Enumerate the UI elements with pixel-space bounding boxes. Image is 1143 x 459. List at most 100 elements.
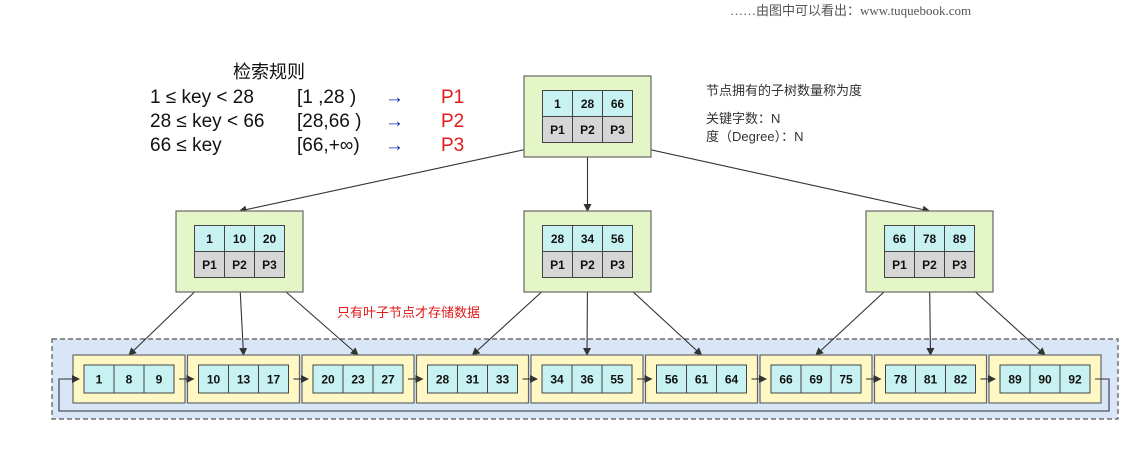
leaf-note: 只有叶子节点才存储数据 [337, 305, 481, 320]
key-label: 20 [263, 232, 277, 246]
rule-range: [1 ,28 ) [297, 87, 357, 108]
pointer-cell [572, 116, 603, 143]
pointer-cell [602, 116, 633, 143]
rule-pointer: P2 [441, 111, 465, 132]
key-label: 1 [206, 232, 213, 246]
pointer-label: P3 [610, 258, 625, 272]
key-label: 10 [207, 373, 221, 387]
rule-range: [66,+∞) [297, 135, 360, 156]
key-label: 69 [809, 373, 823, 387]
key-cell [1059, 364, 1091, 394]
key-cell [487, 364, 518, 394]
key-label: 17 [267, 373, 281, 387]
key-label: 61 [695, 373, 709, 387]
key-cell [915, 364, 946, 394]
key-label: 27 [381, 373, 395, 387]
degree-note-degree: 度（Degree）：N [706, 129, 804, 144]
key-label: 34 [581, 232, 595, 246]
key-cell [342, 364, 374, 394]
key-label: 89 [953, 232, 967, 246]
key-label: 90 [1038, 373, 1052, 387]
key-cell [914, 225, 945, 252]
key-cell [571, 364, 603, 394]
key-cell [602, 90, 633, 117]
key-label: 78 [923, 232, 937, 246]
key-label: 20 [321, 373, 335, 387]
key-cell [944, 225, 975, 252]
key-cell [372, 364, 404, 394]
key-cell [541, 364, 573, 394]
key-cell [83, 364, 115, 394]
key-label: 10 [233, 232, 247, 246]
key-label: 36 [580, 373, 594, 387]
key-cell [999, 364, 1031, 394]
leaf-node: 34 36 55 [530, 354, 644, 404]
key-label: 9 [156, 373, 163, 387]
pointer-label: P3 [952, 258, 967, 272]
key-label: 81 [924, 373, 938, 387]
key-cell [884, 225, 915, 252]
key-label: 92 [1068, 373, 1082, 387]
key-label: 28 [581, 97, 595, 111]
key-cell [228, 364, 259, 394]
pointer-cell [944, 251, 975, 278]
pointer-cell [224, 251, 255, 278]
key-label: 28 [436, 373, 450, 387]
pointer-label: P3 [262, 258, 277, 272]
pointer-label: P1 [892, 258, 907, 272]
rule-arrow: → [385, 111, 404, 132]
key-label: 1 [96, 373, 103, 387]
rule-pointer: P1 [441, 87, 465, 108]
key-label: 23 [351, 373, 365, 387]
pointer-cell [884, 251, 915, 278]
key-cell [800, 364, 832, 394]
degree-note: 节点拥有的子树数量称为度 关键字数：N 度（Degree）：N [706, 82, 862, 146]
pointer-cell [254, 251, 285, 278]
key-cell [572, 90, 603, 117]
watermark-text: ……由图中可以看出：www.tuquebook.com [730, 3, 972, 18]
rule-condition: 1 ≤ key < 28 [150, 87, 254, 108]
degree-note-title: 节点拥有的子树数量称为度 [706, 83, 863, 98]
key-cell [258, 364, 289, 394]
key-label: 55 [610, 373, 624, 387]
tree-edge [238, 141, 558, 214]
leaf-node: 10 13 17 [186, 354, 301, 404]
key-label: 89 [1008, 373, 1022, 387]
key-cell [143, 364, 175, 394]
key-label: 64 [725, 373, 739, 387]
key-label: 13 [237, 373, 251, 387]
key-label: 33 [496, 373, 510, 387]
key-cell [572, 225, 603, 252]
key-cell [254, 225, 285, 252]
key-label: 34 [550, 373, 564, 387]
key-cell [686, 364, 717, 394]
pointer-label: P3 [610, 123, 625, 137]
key-cell [716, 364, 747, 394]
pointer-label: P1 [550, 123, 565, 137]
key-label: 28 [551, 232, 565, 246]
key-label: 66 [611, 97, 625, 111]
key-cell [945, 364, 976, 394]
key-cell [830, 364, 862, 394]
pointer-label: P1 [202, 258, 217, 272]
key-label: 66 [893, 232, 907, 246]
leaf-node: 89 90 92 [988, 354, 1102, 404]
key-label: 56 [611, 232, 625, 246]
key-cell [542, 225, 573, 252]
key-cell [601, 364, 633, 394]
key-label: 82 [954, 373, 968, 387]
pointer-cell [602, 251, 633, 278]
leaf-node: 78 81 82 [873, 354, 988, 404]
rule-pointer: P3 [441, 135, 465, 156]
pointer-label: P2 [580, 258, 595, 272]
key-label: 78 [894, 373, 908, 387]
key-label: 56 [665, 373, 679, 387]
tree-edge [617, 141, 931, 214]
leaf-wrap-link [58, 375, 1110, 412]
degree-note-keys: 关键字数：N [706, 111, 781, 126]
